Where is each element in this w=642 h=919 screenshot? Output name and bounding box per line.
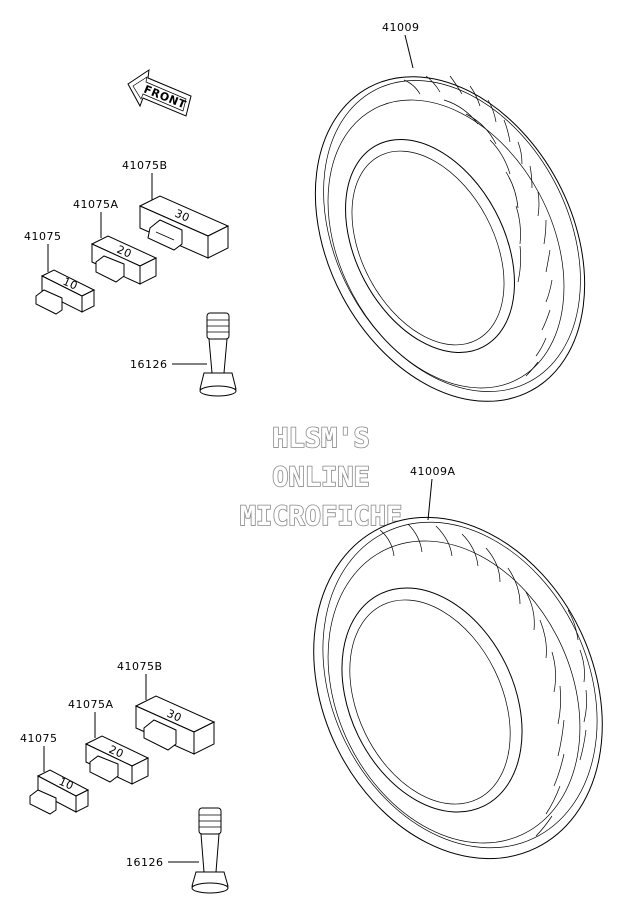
watermark-line-3: MICROFICHE <box>240 501 403 532</box>
front-tire-41009: 41009 <box>314 21 586 402</box>
valve-label: 16126 <box>130 358 168 371</box>
weight-label: 41075B <box>122 159 168 172</box>
tire-valve-top: 16126 <box>130 312 237 397</box>
weight-label: 41075 <box>20 732 58 745</box>
tire-label: 41009A <box>410 465 456 478</box>
watermark-line-1: HLSM'S <box>272 423 370 454</box>
weight-label: 41075A <box>73 198 119 211</box>
weight-label: 41075B <box>117 660 163 673</box>
valve-label: 16126 <box>126 856 164 869</box>
watermark: HLSM'S ONLINE MICROFICHE <box>239 422 403 533</box>
balance-weight-20-top: 20 41075A <box>73 198 158 285</box>
balance-weight-10-bottom: 10 41075 <box>20 732 90 815</box>
rear-tire-41009a: 41009A <box>313 465 603 860</box>
weight-marking: 10 <box>57 775 76 793</box>
weight-marking: 10 <box>61 275 80 293</box>
balance-weight-30-bottom: 30 41075B <box>117 660 216 755</box>
tire-label: 41009 <box>382 21 420 34</box>
weight-marking: 20 <box>107 743 126 761</box>
balance-weight-10-top: 10 41075 <box>24 230 96 315</box>
weight-label: 41075A <box>68 698 114 711</box>
weight-marking: 30 <box>165 707 184 725</box>
weight-marking: 30 <box>173 207 192 225</box>
weight-label: 41075 <box>24 230 62 243</box>
balance-weight-30-top: 30 41075B <box>122 159 230 259</box>
front-direction-arrow-icon: FRONT <box>127 68 192 117</box>
weight-marking: 20 <box>115 243 134 261</box>
balance-weight-20-bottom: 20 41075A <box>68 698 150 785</box>
tire-valve-bottom: 16126 <box>126 807 229 894</box>
watermark-line-2: ONLINE <box>272 462 370 493</box>
